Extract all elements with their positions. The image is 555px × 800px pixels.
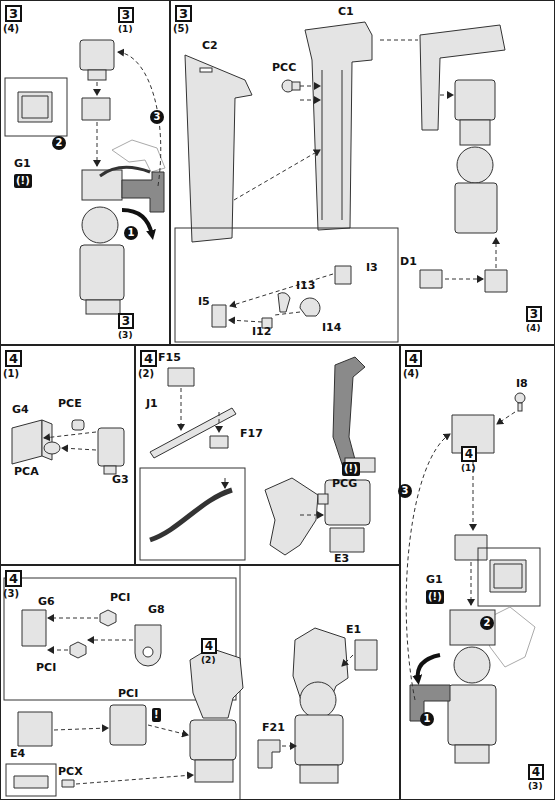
part-name: I8: [516, 378, 528, 390]
step-number: 3: [175, 5, 192, 22]
part-name: I14: [322, 322, 341, 334]
step-number: 3: [5, 5, 22, 22]
step-number: 4: [461, 446, 477, 462]
step-reference: 4(2): [201, 638, 221, 670]
caution-mark: (!): [342, 462, 360, 476]
step-number: 3: [118, 313, 134, 329]
step-reference: 3(1): [118, 7, 138, 39]
substep-number: (2): [201, 655, 216, 665]
part-name: G8: [148, 604, 165, 616]
part-name: PCA: [14, 466, 39, 478]
part-name: G1: [14, 158, 31, 170]
part-name: PCG: [332, 478, 357, 490]
step-reference: 3(3): [118, 313, 138, 345]
step-reference: 3(4): [526, 306, 546, 338]
part-name: I13: [296, 280, 315, 292]
part-name: E3: [334, 553, 349, 565]
part-name: E4: [10, 748, 25, 760]
part-name: E1: [346, 624, 361, 636]
substep-number: (1): [118, 24, 133, 34]
part-name: I5: [198, 296, 210, 308]
part-name: C2: [202, 40, 218, 52]
part-name: PCC: [272, 62, 296, 74]
part-name: PCX: [58, 766, 83, 778]
part-name: G4: [12, 404, 29, 416]
part-name: PCE: [58, 398, 82, 410]
step-number: 4: [5, 570, 22, 587]
order-number: 1: [124, 226, 138, 240]
caution-mark: (!): [14, 174, 32, 188]
caution-mark: !: [152, 708, 161, 722]
part-name: F21: [262, 722, 285, 734]
order-number: 3: [398, 484, 412, 498]
substep-number: (2): [138, 368, 154, 379]
substep-number: (4): [526, 323, 541, 333]
substep-number: (1): [3, 368, 19, 379]
part-name: G1: [426, 574, 443, 586]
substep-number: (3): [118, 330, 133, 340]
part-name: F15: [158, 352, 181, 364]
part-name: G6: [38, 596, 55, 608]
substep-number: (5): [173, 23, 189, 34]
part-name: J1: [146, 398, 158, 410]
step-number: 3: [526, 306, 542, 322]
order-number: 3: [150, 110, 164, 124]
caution-mark: (!): [426, 590, 444, 604]
step-number: 3: [118, 7, 134, 23]
step-panel: 4(2): [135, 345, 400, 565]
part-name: C1: [338, 6, 354, 18]
step-number: 4: [140, 350, 157, 367]
order-number: 2: [480, 616, 494, 630]
step-panel: 4(3)4(2): [0, 565, 400, 800]
step-number: 4: [528, 764, 544, 780]
step-panel: 4(4)4(1)4(3): [400, 345, 555, 800]
substep-number: (4): [3, 23, 19, 34]
part-name: I12: [252, 326, 271, 338]
order-number: 2: [52, 136, 66, 150]
part-name: D1: [400, 256, 417, 268]
substep-number: (1): [461, 463, 476, 473]
step-reference: 4(3): [528, 764, 548, 796]
substep-number: (4): [403, 368, 419, 379]
part-name: F17: [240, 428, 263, 440]
step-number: 4: [405, 350, 422, 367]
substep-number: (3): [3, 588, 19, 599]
step-panel: 3(4)3(1)3(3): [0, 0, 170, 345]
part-name: PCI: [110, 592, 130, 604]
part-name: I3: [366, 262, 378, 274]
substep-number: (3): [528, 781, 543, 791]
step-number: 4: [201, 638, 217, 654]
step-number: 4: [5, 350, 22, 367]
step-panel: 4(1): [0, 345, 135, 565]
part-name: PCI: [36, 662, 56, 674]
part-name: G3: [112, 474, 129, 486]
step-panel: 3(5)3(4): [170, 0, 555, 345]
step-reference: 4(1): [461, 446, 481, 478]
part-name: PCI: [118, 688, 138, 700]
order-number: 1: [420, 712, 434, 726]
